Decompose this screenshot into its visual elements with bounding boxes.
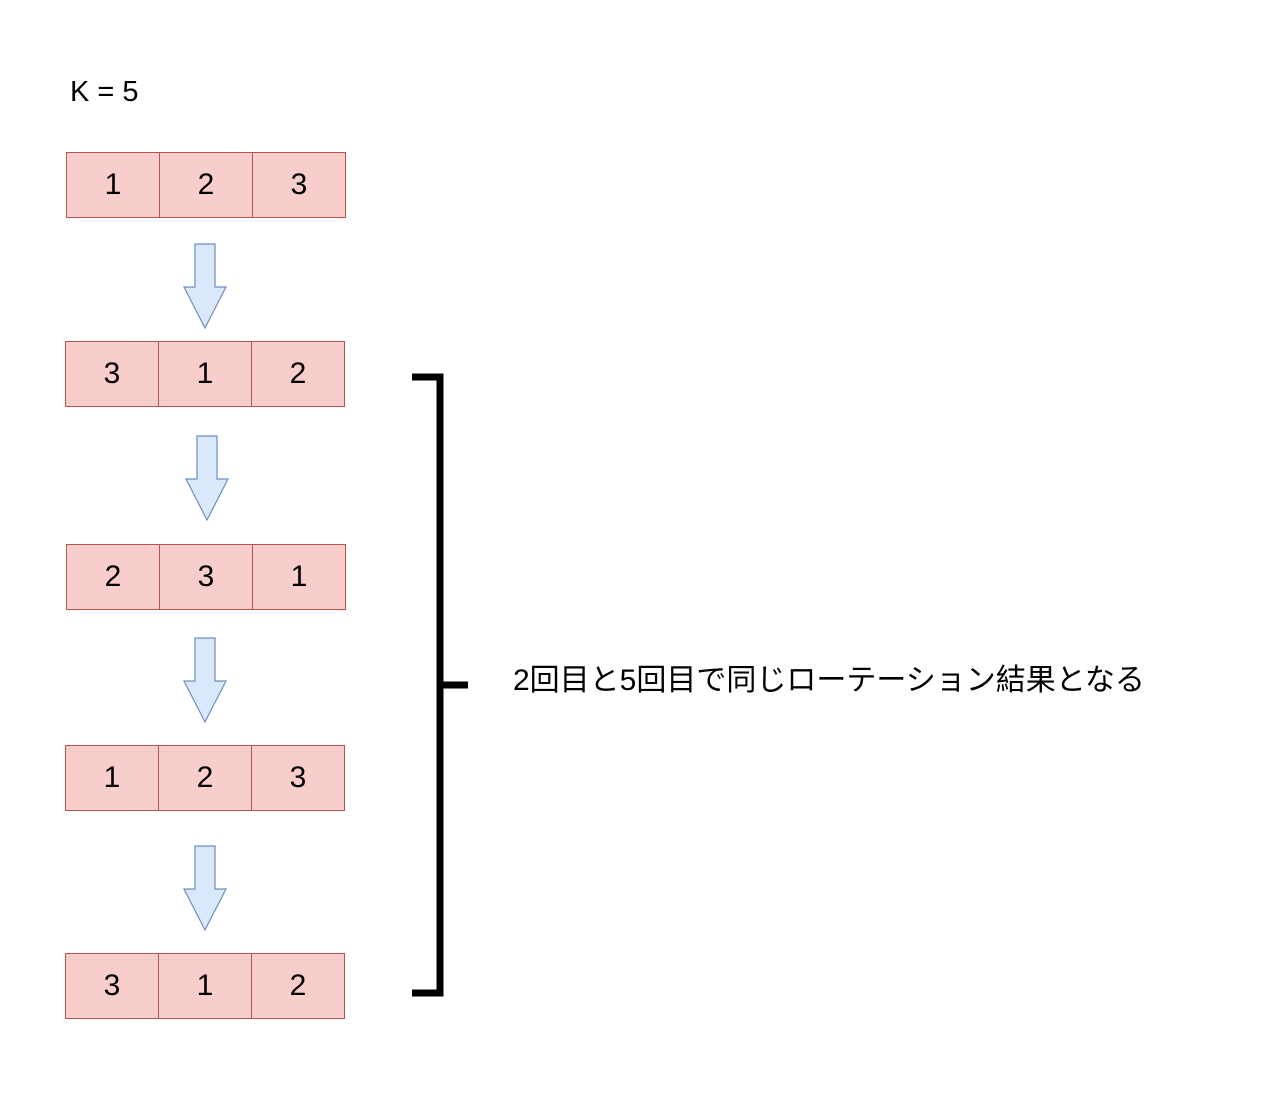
- array-cell: 1: [159, 953, 252, 1019]
- array-row-1: 3 1 2: [65, 341, 345, 407]
- array-cell: 1: [253, 544, 346, 610]
- array-cell: 2: [252, 953, 345, 1019]
- array-cell: 2: [66, 544, 160, 610]
- down-arrow-icon: [183, 243, 227, 329]
- grouping-bracket: [412, 373, 468, 997]
- array-row-0: 1 2 3: [66, 152, 346, 218]
- bracket-annotation: 2回目と5回目で同じローテーション結果となる: [513, 664, 1145, 697]
- k-value-label: K = 5: [70, 76, 139, 108]
- array-cell: 3: [160, 544, 253, 610]
- array-cell: 2: [159, 745, 252, 811]
- array-cell: 2: [252, 341, 345, 407]
- array-cell: 3: [253, 152, 346, 218]
- down-arrow-icon: [183, 637, 227, 723]
- array-cell: 3: [65, 953, 159, 1019]
- down-arrow-icon: [185, 435, 229, 521]
- array-row-4: 3 1 2: [65, 953, 345, 1019]
- array-cell: 1: [66, 152, 160, 218]
- array-cell: 1: [159, 341, 252, 407]
- array-cell: 3: [65, 341, 159, 407]
- array-cell: 1: [65, 745, 159, 811]
- down-arrow-icon: [183, 845, 227, 931]
- array-cell: 3: [252, 745, 345, 811]
- array-cell: 2: [160, 152, 253, 218]
- array-row-3: 1 2 3: [65, 745, 345, 811]
- array-row-2: 2 3 1: [66, 544, 346, 610]
